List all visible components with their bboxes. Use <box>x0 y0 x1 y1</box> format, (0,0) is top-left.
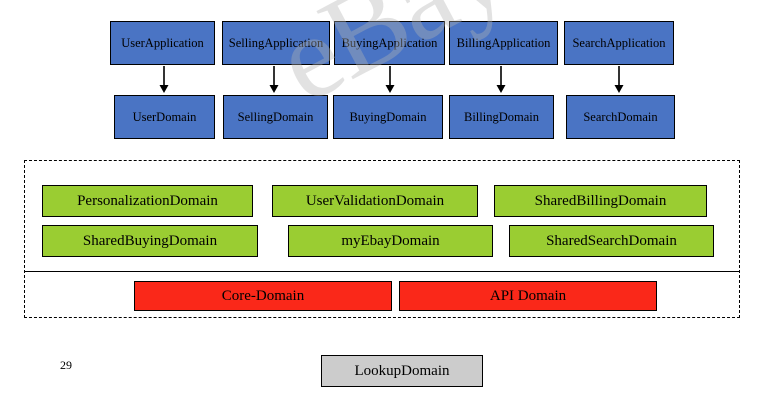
domain-box-buyingdomain-label: BuyingDomain <box>349 109 427 124</box>
shared-domain-divider <box>24 271 740 272</box>
domain-box-billingdomain-label: BillingDomain <box>464 109 539 124</box>
domain-box-buyingdomain: BuyingDomain <box>333 95 443 139</box>
shared-domain-box-sharedbillingdomain-label: SharedBillingDomain <box>534 192 667 209</box>
application-box-searchapplication-label: SearchApplication <box>572 35 666 50</box>
domain-box-sellingdomain: SellingDomain <box>223 95 328 139</box>
shared-domain-box-personalizationdomain: PersonalizationDomain <box>42 185 253 217</box>
core-domain-box-api-domain-label: API Domain <box>489 287 567 304</box>
shared-domain-box-sharedsearchdomain: SharedSearchDomain <box>509 225 714 257</box>
arrow-user-icon <box>156 66 172 93</box>
core-domain-box-core-domain-label: Core-Domain <box>221 287 305 304</box>
application-box-billingapplication-label: BillingApplication <box>456 35 551 50</box>
domain-box-billingdomain: BillingDomain <box>449 95 554 139</box>
shared-domain-box-sharedbillingdomain: SharedBillingDomain <box>494 185 707 217</box>
shared-domain-box-uservalidationdomain-label: UserValidationDomain <box>305 192 445 209</box>
lookup-domain-box: LookupDomain <box>321 355 483 387</box>
domain-box-userdomain: UserDomain <box>114 95 215 139</box>
shared-domain-box-sharedsearchdomain-label: SharedSearchDomain <box>546 232 677 249</box>
arrow-buying-icon <box>382 66 398 93</box>
domain-box-sellingdomain-label: SellingDomain <box>237 109 314 124</box>
shared-domain-box-personalizationdomain-label: PersonalizationDomain <box>77 192 218 209</box>
application-box-billingapplication: BillingApplication <box>449 21 558 65</box>
shared-domain-dashed-border <box>24 160 740 318</box>
arrow-selling-icon <box>266 66 282 93</box>
domain-box-userdomain-label: UserDomain <box>132 109 197 124</box>
page-number: 29 <box>60 358 72 372</box>
application-box-sellingapplication: SellingApplication <box>222 21 330 65</box>
application-box-userapplication-label: UserApplication <box>121 35 204 50</box>
application-box-buyingapplication-label: BuyingApplication <box>341 35 438 50</box>
application-box-userapplication: UserApplication <box>110 21 215 65</box>
arrow-search-icon <box>611 66 627 93</box>
domain-box-searchdomain: SearchDomain <box>566 95 675 139</box>
arrow-billing-icon <box>493 66 509 93</box>
core-domain-box-api-domain: API Domain <box>399 281 657 311</box>
application-box-searchapplication: SearchApplication <box>564 21 674 65</box>
application-box-buyingapplication: BuyingApplication <box>334 21 445 65</box>
shared-domain-box-uservalidationdomain: UserValidationDomain <box>272 185 478 217</box>
core-domain-box-core-domain: Core-Domain <box>134 281 392 311</box>
shared-domain-box-myebaydomain: myEbayDomain <box>288 225 493 257</box>
shared-domain-box-sharedbuyingdomain: SharedBuyingDomain <box>42 225 258 257</box>
shared-domain-box-myebaydomain-label: myEbayDomain <box>341 232 440 249</box>
shared-domain-box-sharedbuyingdomain-label: SharedBuyingDomain <box>82 232 218 249</box>
domain-box-searchdomain-label: SearchDomain <box>583 109 658 124</box>
lookup-domain-box-label: LookupDomain <box>354 362 450 379</box>
application-box-sellingapplication-label: SellingApplication <box>228 35 324 50</box>
